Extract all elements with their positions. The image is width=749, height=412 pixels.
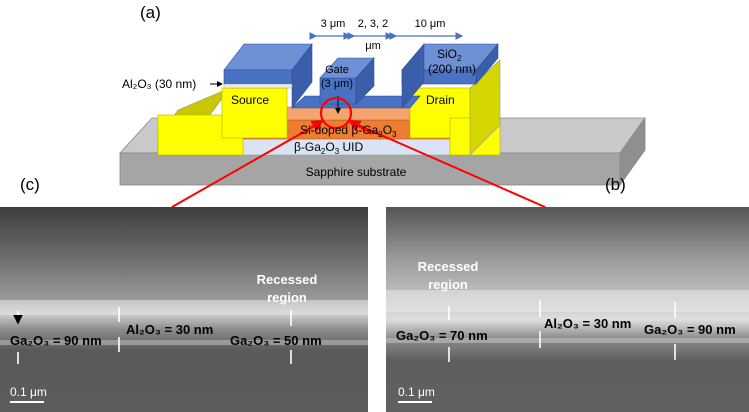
sio2-left-front — [223, 69, 293, 85]
sem-c-ga2o3-left: Ga₂O₃ = 90 nm — [10, 333, 102, 348]
dim-left-label: 3 μm — [321, 18, 346, 30]
uid-label: β-Ga2O3 UID — [294, 140, 363, 156]
dim-right-label: 10 μm — [415, 18, 446, 30]
sem-c-recessed-line1: Recessed — [257, 272, 318, 287]
gate-side — [355, 57, 375, 105]
callout-arrowhead-left — [299, 119, 324, 135]
al2o3-label: Al₂O₃ (30 nm) — [122, 77, 196, 91]
drain-label: Drain — [426, 93, 455, 107]
gate-label: Gate — [325, 64, 349, 76]
sem-c-ga2o3-recessed: Ga₂O₃ = 50 nm — [230, 333, 322, 348]
device-schematic: 3 μm 2, 3, 2 μm 10 μm SiO2 (200 nm) Al₂O… — [119, 18, 646, 208]
source-label: Source — [231, 93, 269, 107]
sem-b-recessed-line2: region — [428, 277, 468, 292]
sio2-label: SiO2 — [437, 47, 462, 63]
sem-b-ga2o3-recessed: Ga₂O₃ = 70 nm — [396, 328, 488, 343]
sem-image-b: Recessed region Ga₂O₃ = 70 nm Al₂O₃ = 30… — [386, 207, 749, 412]
sem-b-scale-label: 0.1 μm — [398, 385, 435, 399]
panel-label-c: (c) — [20, 175, 40, 194]
sem-c-recessed-line2: region — [267, 290, 307, 305]
sio2-thickness-label: (200 nm) — [428, 62, 476, 76]
sem-image-c: Ga₂O₃ = 90 nm Al₂O₃ = 30 nm Recessed reg… — [0, 207, 368, 412]
sio2-right-wall — [401, 43, 425, 109]
sem-b-ga2o3-right: Ga₂O₃ = 90 nm — [644, 322, 736, 337]
callout-arrow-to-sem-b — [348, 120, 546, 208]
al2o3-liner — [223, 83, 293, 89]
sem-b-bright-band — [386, 290, 749, 312]
sem-c-interface — [0, 340, 368, 345]
sem-c-al2o3: Al₂O₃ = 30 nm — [126, 322, 213, 337]
dim-mid-unit: μm — [365, 40, 381, 52]
callout-circle — [319, 96, 353, 130]
sem-b-interface — [386, 338, 749, 343]
substrate-label: Sapphire substrate — [306, 165, 407, 179]
sio2-left-wall — [291, 43, 313, 109]
substrate-front — [119, 152, 621, 186]
callout-arrowhead-right — [348, 119, 373, 135]
drain-side — [469, 59, 501, 156]
sem-b-al2o3: Al₂O₃ = 30 nm — [544, 316, 631, 331]
channel-label: Si-doped β-Ga2O3 — [300, 123, 397, 139]
sio2-right-side — [475, 43, 499, 85]
callout-arrow-to-sem-c — [171, 120, 324, 208]
sem-b-recessed-line1: Recessed — [418, 259, 479, 274]
sem-c-bright-band — [0, 300, 368, 315]
panel-label-b: (b) — [605, 175, 626, 194]
panel-label-a: (a) — [140, 3, 161, 22]
sem-c-scale-label: 0.1 μm — [10, 385, 47, 399]
substrate-side — [619, 116, 646, 187]
dim-mid-label: 2, 3, 2 — [358, 18, 389, 30]
gate-length-label: (3 μm) — [321, 78, 353, 90]
